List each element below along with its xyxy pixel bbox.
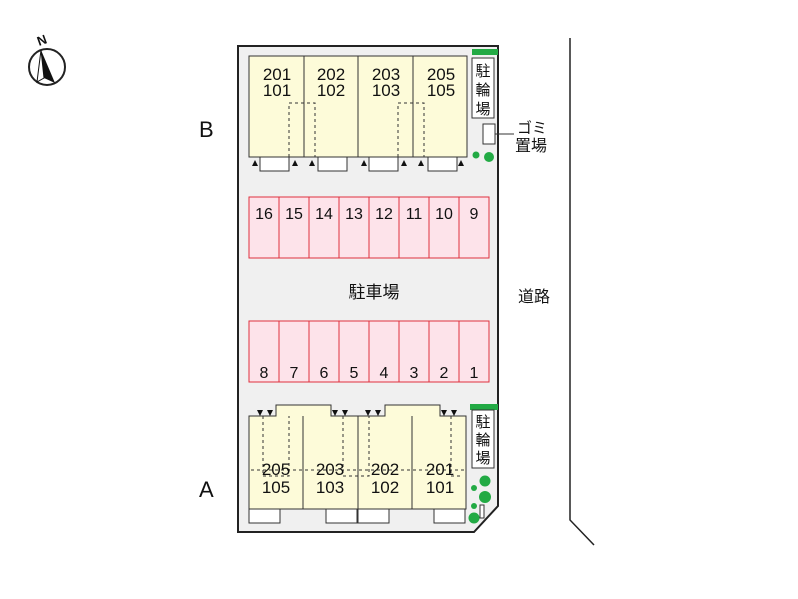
parking-stall xyxy=(308,320,340,383)
unit-label: 205 xyxy=(427,65,455,84)
compass-label: N xyxy=(35,32,49,49)
parking-stall xyxy=(458,320,490,383)
road-edge xyxy=(569,38,595,546)
parking-stall xyxy=(338,320,370,383)
parking-row-top: 16 15 14 13 12 11 10 9 xyxy=(248,196,490,259)
parking-stall-number: 2 xyxy=(440,365,449,382)
parking-stall xyxy=(308,196,340,259)
parking-stall xyxy=(458,196,490,259)
unit-label: 101 xyxy=(263,81,291,100)
parking-stall xyxy=(338,196,370,259)
unit-label: 201 xyxy=(426,460,454,479)
unit-label: 202 xyxy=(317,65,345,84)
unit-label: 105 xyxy=(262,478,290,497)
bike-char: 駐 xyxy=(475,62,490,80)
parking-stall-number: 10 xyxy=(435,206,453,223)
garbage-label-1: ゴミ xyxy=(517,119,547,137)
unit-label: 102 xyxy=(371,478,399,497)
building-b-units: 201 101 202 102 203 103 205 105 xyxy=(263,65,455,100)
parking-stall xyxy=(278,320,310,383)
unit-label: 101 xyxy=(426,478,454,497)
post-marker xyxy=(479,504,485,519)
parking-stall-number: 9 xyxy=(470,206,479,223)
unit-label: 203 xyxy=(316,460,344,479)
parking-stall xyxy=(248,320,280,383)
parking-stall-number: 11 xyxy=(406,206,423,223)
unit-label: 202 xyxy=(371,460,399,479)
parking-stall-number: 7 xyxy=(290,365,299,382)
building-b-label: B xyxy=(199,117,214,142)
bike-char: 輪 xyxy=(475,81,490,99)
parking-stall-number: 1 xyxy=(470,365,479,382)
unit-label: 103 xyxy=(316,478,344,497)
parking-stall-number: 15 xyxy=(285,206,303,223)
unit-label: 201 xyxy=(263,65,291,84)
parking-stall-number: 13 xyxy=(345,206,363,223)
road-label: 道路 xyxy=(518,287,550,306)
parking-stall xyxy=(368,196,400,259)
parking-stall-number: 8 xyxy=(260,365,269,382)
parking-stall xyxy=(248,196,280,259)
north-arrow-icon xyxy=(28,48,66,86)
parking-stall xyxy=(428,320,460,383)
parking-stall-number: 3 xyxy=(410,365,419,382)
building-a-units: 205 105 203 103 202 102 201 101 xyxy=(262,460,454,497)
parking-stall-number: 14 xyxy=(315,206,333,223)
unit-label: 205 xyxy=(262,460,290,479)
building-b xyxy=(248,55,468,172)
shrub-icon xyxy=(468,475,491,524)
parking-stall xyxy=(278,196,310,259)
parking-stall-number: 5 xyxy=(350,365,359,382)
unit-label: 105 xyxy=(427,81,455,100)
unit-label: 102 xyxy=(317,81,345,100)
parking-stall-number: 16 xyxy=(255,206,273,223)
bike-parking-a: 駐 輪 場 xyxy=(470,404,498,469)
parking-stall-number: 4 xyxy=(380,365,389,382)
parking-row-bottom: 8 7 6 5 4 3 2 1 xyxy=(248,320,490,383)
bike-char: 場 xyxy=(475,100,490,118)
parking-stall-number: 12 xyxy=(375,206,393,223)
unit-label: 203 xyxy=(372,65,400,84)
bike-char: 場 xyxy=(475,449,490,467)
garbage-label-2: 置場 xyxy=(515,136,547,155)
bike-char: 駐 xyxy=(475,413,490,431)
parking-stall xyxy=(428,196,460,259)
bike-parking-b: 駐 輪 場 xyxy=(471,49,498,119)
bike-char: 輪 xyxy=(475,431,490,449)
building-a-label: A xyxy=(199,477,214,502)
building-a xyxy=(248,404,467,524)
garbage-area: ゴミ 置場 xyxy=(472,119,547,162)
parking-label: 駐車場 xyxy=(349,283,400,303)
parking-stall-number: 6 xyxy=(320,365,329,382)
unit-label: 103 xyxy=(372,81,400,100)
